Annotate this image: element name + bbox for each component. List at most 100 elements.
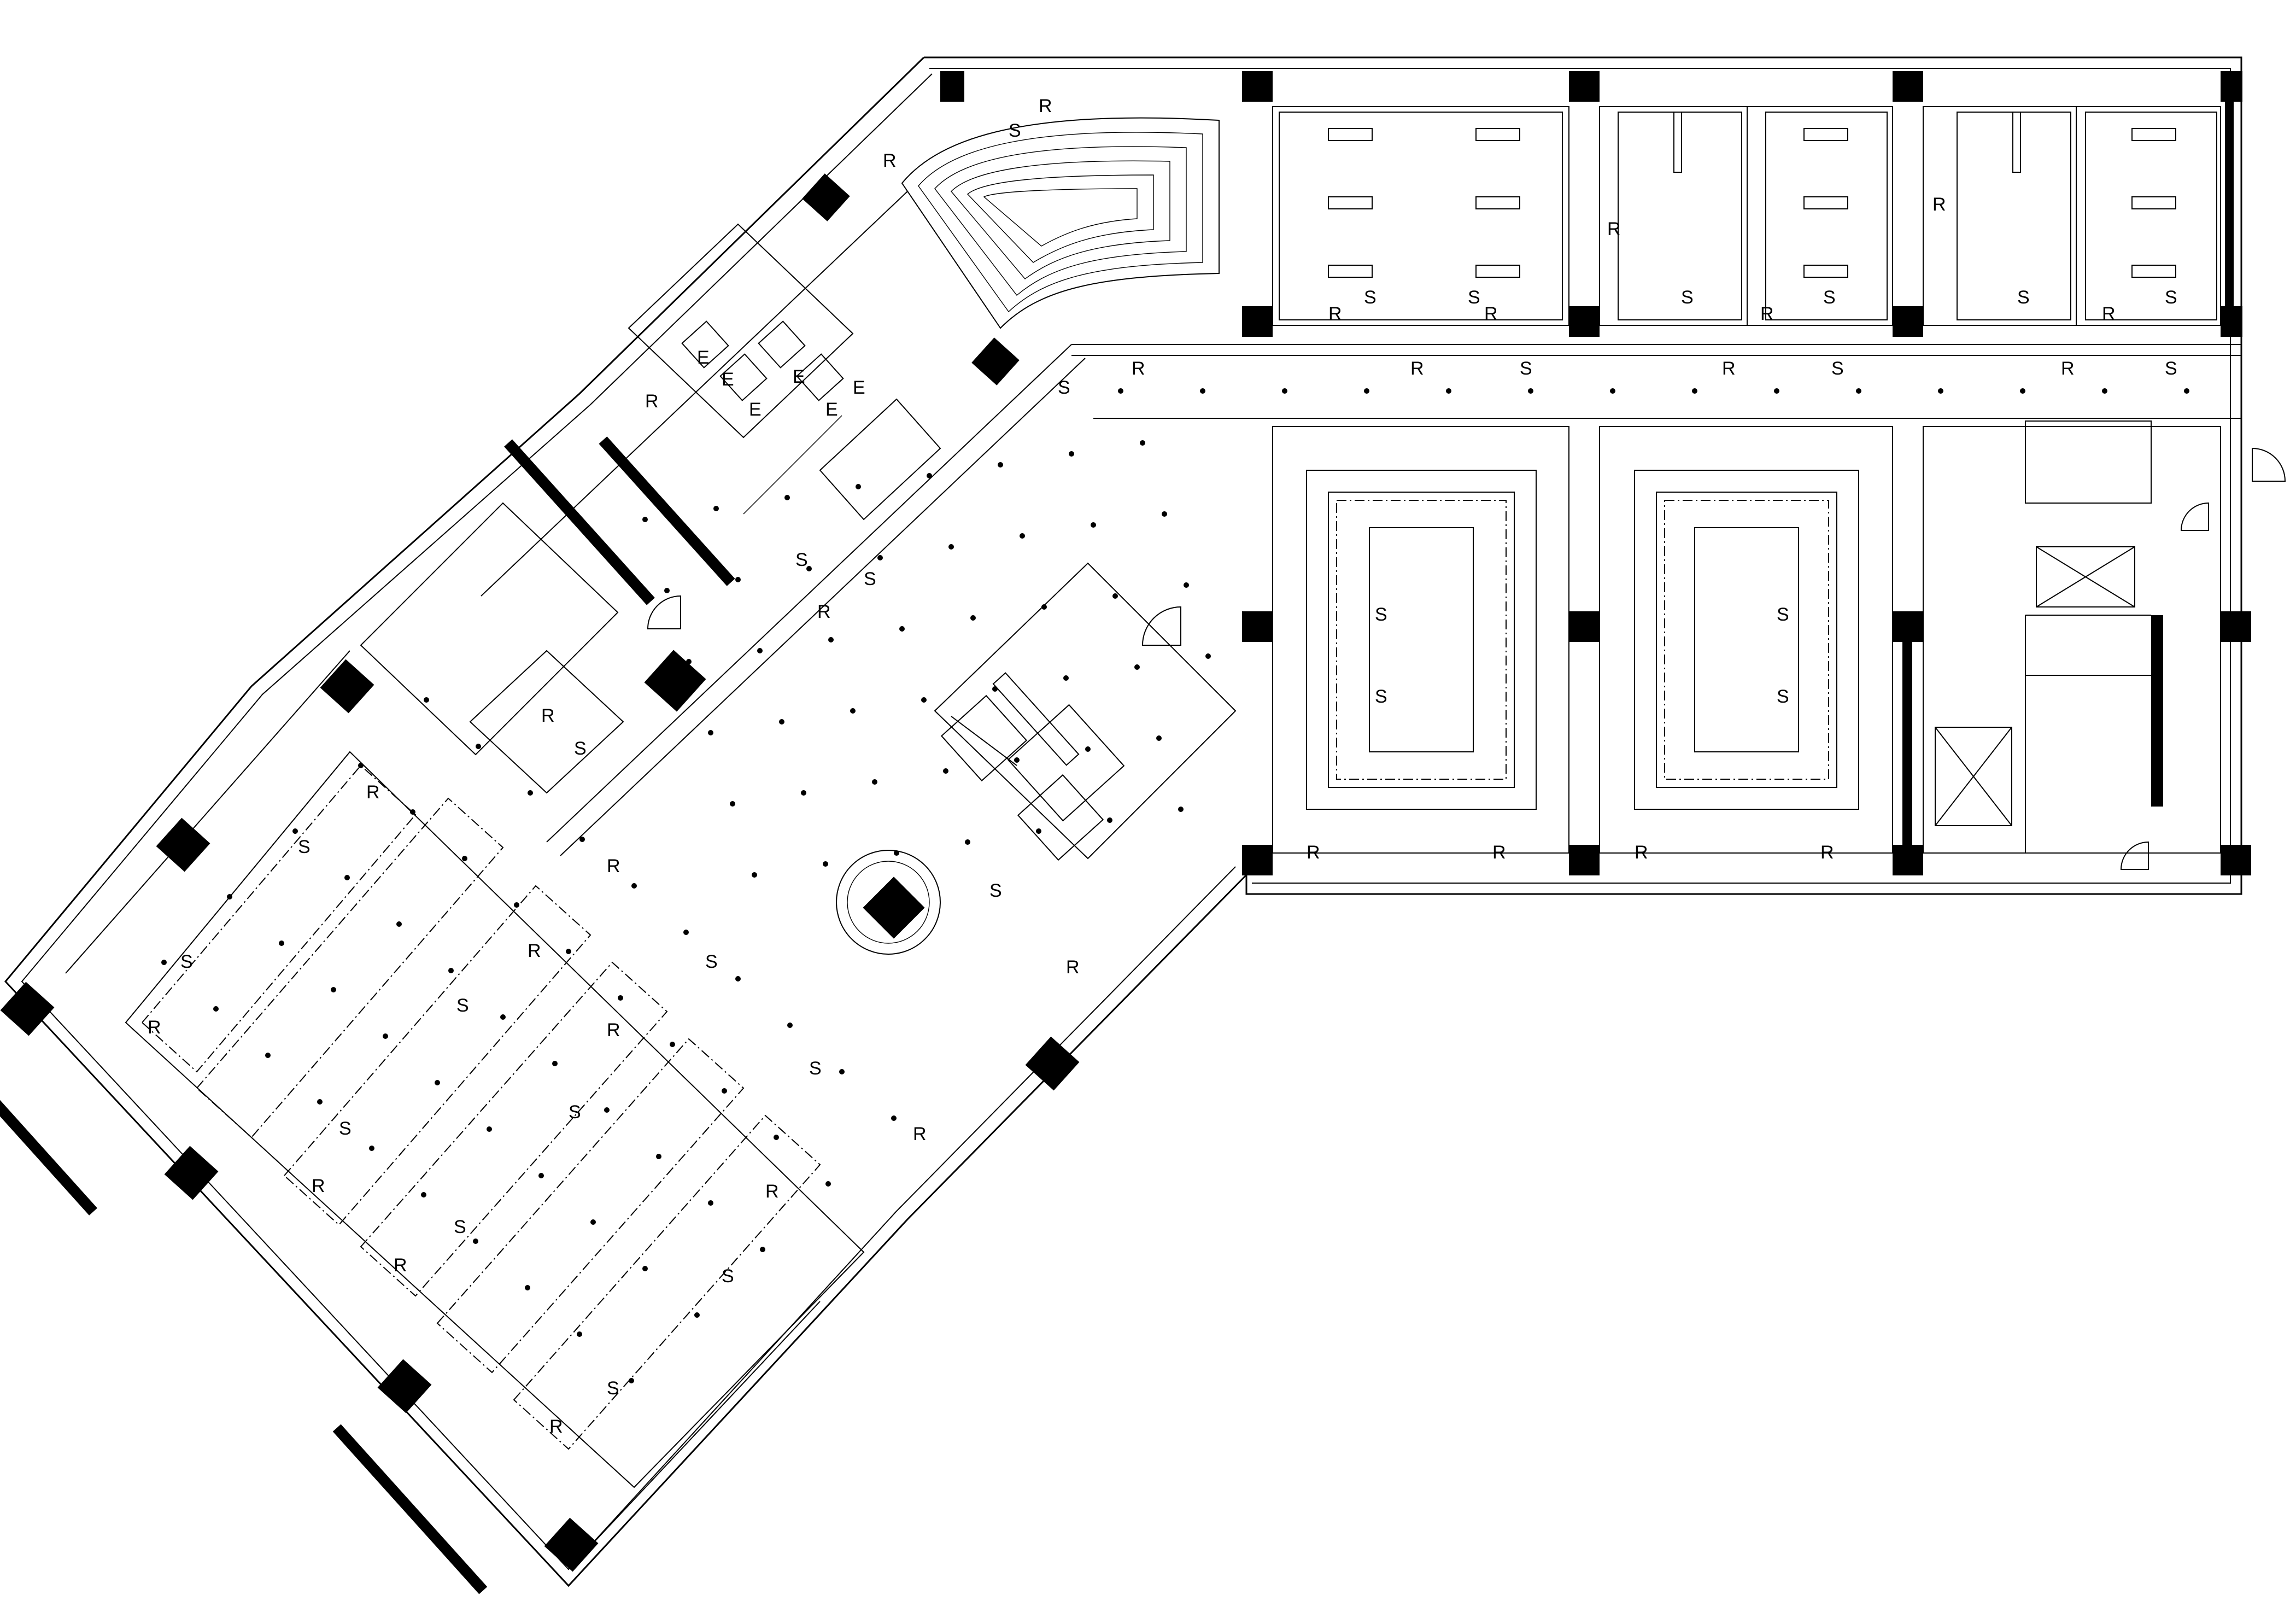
- supply-label: S: [1823, 287, 1836, 308]
- ceiling-light: [642, 517, 648, 522]
- ceiling-light: [2184, 388, 2189, 394]
- return-label: R: [1039, 96, 1052, 116]
- return-label: R: [1932, 194, 1946, 215]
- ceiling-light: [604, 1107, 610, 1113]
- ceiling-light: [2102, 388, 2107, 394]
- supply-label: S: [809, 1058, 822, 1079]
- ceiling-light: [476, 744, 481, 749]
- ceiling-light: [590, 1219, 596, 1225]
- return-label: R: [2102, 303, 2116, 324]
- supply-label: S: [989, 880, 1002, 901]
- ceiling-light: [760, 1247, 765, 1252]
- column-block: [0, 982, 55, 1036]
- supply-label: S: [574, 738, 587, 759]
- return-label: R: [1722, 358, 1736, 379]
- ceiling-light: [410, 809, 415, 815]
- ceiling-light: [487, 1126, 492, 1132]
- column-block: [644, 650, 706, 712]
- ceiling-light: [579, 837, 585, 842]
- return-label: R: [528, 940, 541, 961]
- return-label: R: [1410, 358, 1424, 379]
- ceiling-light: [722, 1088, 727, 1094]
- ceiling-light: [823, 861, 828, 867]
- supply-label: S: [1058, 377, 1070, 398]
- ceiling-light: [801, 790, 806, 796]
- column-block: [863, 877, 925, 939]
- return-label: R: [541, 705, 555, 726]
- ceiling-light: [577, 1331, 582, 1337]
- ceiling-light: [1069, 451, 1074, 457]
- west-rooms: [360, 223, 941, 794]
- ceiling-light: [970, 615, 976, 621]
- supply-label: S: [1520, 358, 1532, 379]
- return-label: R: [1328, 303, 1342, 324]
- ceiling-light: [1014, 757, 1020, 763]
- ceiling-light: [694, 1312, 700, 1318]
- column-block: [1569, 611, 1600, 642]
- column-block: [2221, 306, 2242, 337]
- column-block: [164, 1146, 219, 1200]
- supply-label: S: [1364, 287, 1377, 308]
- column-block: [802, 173, 850, 221]
- ceiling-light: [825, 1181, 831, 1187]
- ceiling-light: [424, 697, 429, 703]
- ceiling-light: [265, 1053, 271, 1058]
- ceiling-light: [227, 894, 232, 899]
- ceiling-light: [806, 566, 812, 571]
- column-block: [2221, 71, 2242, 102]
- service-core: [1923, 420, 2221, 854]
- ceiling-light: [877, 555, 883, 560]
- ceiling-light: [435, 1080, 440, 1085]
- ceiling-light: [1107, 817, 1112, 823]
- return-label: R: [312, 1176, 325, 1196]
- supply-label: S: [795, 550, 808, 570]
- ceiling-light: [369, 1146, 374, 1151]
- ceiling-light: [538, 1173, 544, 1178]
- supply-label: S: [864, 569, 876, 589]
- ceiling-light: [683, 930, 689, 935]
- ceiling-light: [839, 1069, 845, 1074]
- return-label: R: [607, 1020, 620, 1041]
- column-block: [1893, 71, 1923, 102]
- supply-label: S: [569, 1102, 581, 1123]
- column-block: [940, 71, 964, 102]
- ceiling-light: [279, 940, 284, 946]
- supply-label: S: [454, 1217, 466, 1237]
- structural-columns: [0, 71, 2251, 1594]
- ceiling-light: [1134, 664, 1140, 670]
- ceiling-light: [358, 763, 364, 768]
- ceiling-light: [1041, 604, 1047, 610]
- ceiling-light: [1118, 388, 1123, 394]
- column-block: [1893, 306, 1923, 337]
- ceiling-light: [872, 779, 877, 785]
- ceiling-light: [1140, 440, 1145, 446]
- open-office: [65, 650, 865, 1570]
- column-block: [1569, 845, 1600, 875]
- return-label: R: [1635, 842, 1648, 863]
- return-label: R: [1066, 957, 1080, 978]
- column-block: [320, 659, 374, 714]
- ceiling-light: [1446, 388, 1451, 394]
- ceiling-light: [396, 921, 402, 927]
- ceiling-light: [927, 473, 932, 478]
- doors: [647, 447, 2286, 870]
- ceiling-light: [992, 686, 998, 692]
- return-label: R: [1607, 219, 1621, 239]
- ceiling-light: [383, 1033, 388, 1039]
- ceiling-light: [779, 719, 784, 725]
- ceiling-light: [1856, 388, 1861, 394]
- ceiling-light: [998, 462, 1003, 468]
- ceiling-light: [686, 659, 692, 664]
- supply-label: S: [1831, 358, 1844, 379]
- column-block: [1569, 71, 1600, 102]
- column-block: [1242, 845, 1273, 875]
- ceiling-light: [828, 637, 834, 642]
- ceiling-light: [629, 1378, 634, 1383]
- return-label: R: [817, 601, 831, 622]
- ceiling-light: [462, 856, 467, 861]
- return-label: R: [366, 782, 380, 803]
- door-swing: [2120, 841, 2149, 870]
- ceiling-light: [735, 577, 741, 582]
- supply-label: S: [339, 1118, 352, 1139]
- column-block: [1025, 1036, 1080, 1091]
